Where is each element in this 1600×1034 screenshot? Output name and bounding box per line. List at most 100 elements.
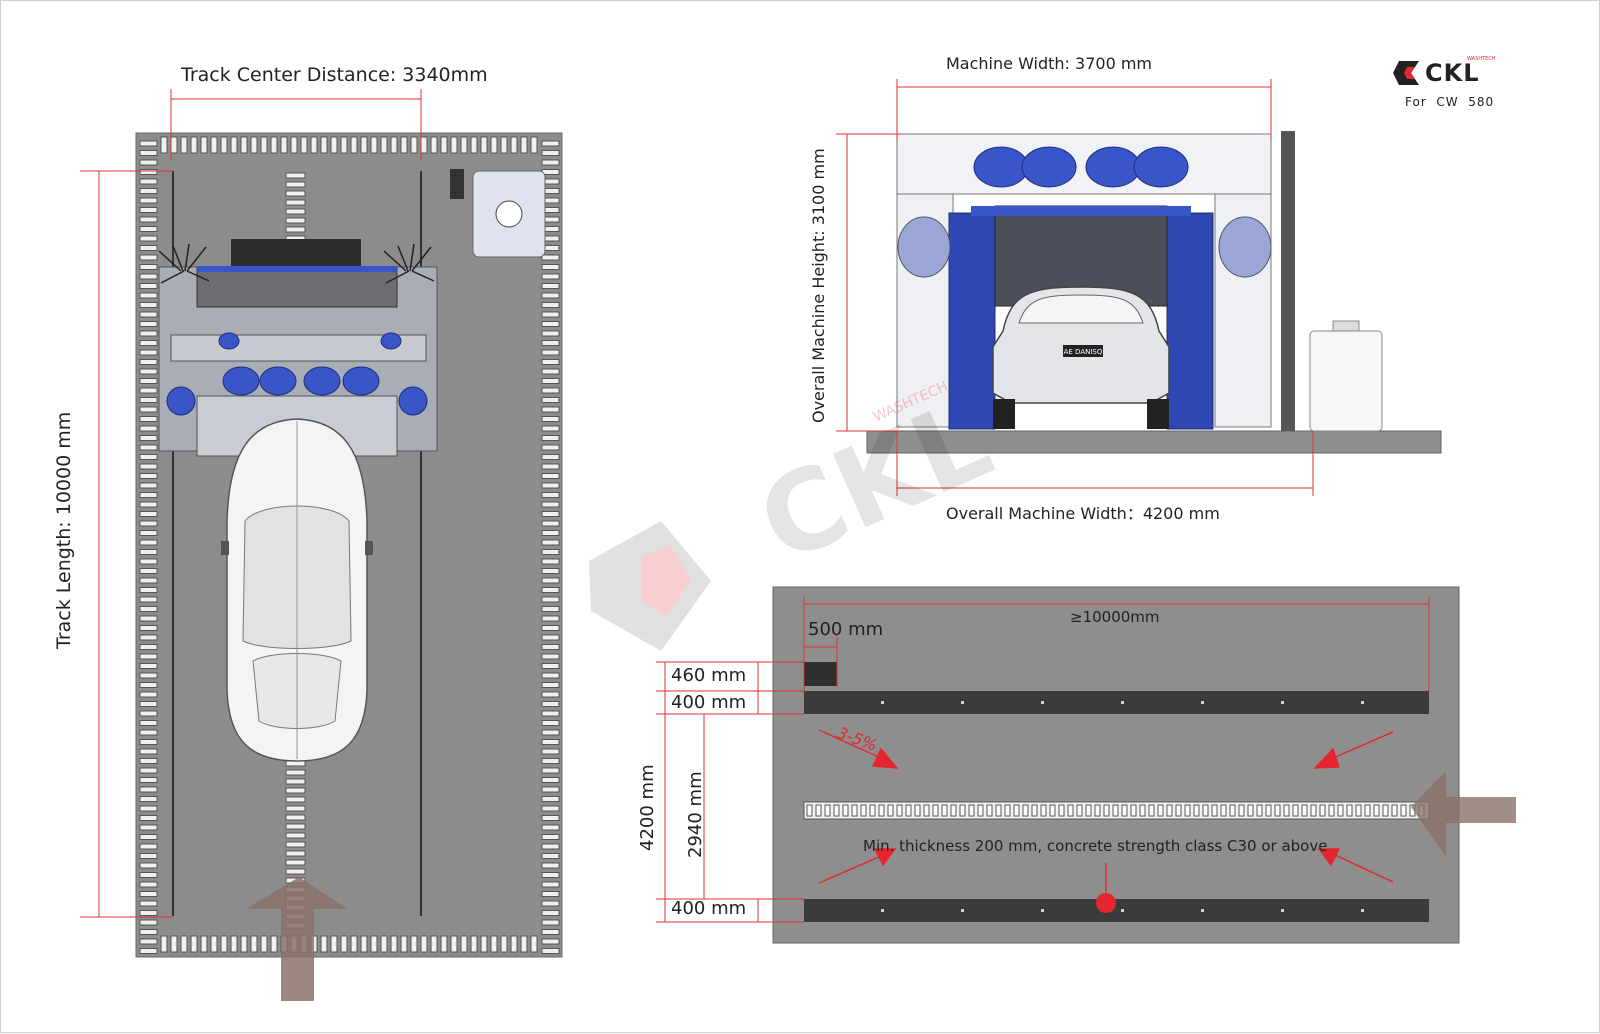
grating-slat: [340, 136, 348, 154]
slope-arrow-bottom-right: [1317, 848, 1394, 883]
center-grate-slat: [959, 804, 966, 817]
grating-slat: [541, 444, 560, 451]
total-width-label: 4200 mm: [637, 764, 658, 851]
rail-bolt: [1041, 909, 1044, 912]
track-bottom-width-label: 400 mm: [671, 898, 747, 919]
brand-logo-small-text: WASHTECH: [1467, 56, 1496, 62]
grating-slat: [541, 530, 560, 536]
right-side-brush-icon: [383, 243, 435, 284]
grating-slat: [410, 136, 418, 154]
grating-slat: [139, 824, 158, 831]
grating-slat: [139, 378, 158, 384]
grating-slat: [139, 416, 158, 422]
grating-slat: [541, 159, 560, 166]
grating-slat: [541, 615, 560, 622]
grating-slat: [139, 948, 158, 954]
grating-slat: [139, 682, 158, 688]
foundation-entry-arrow: [1411, 771, 1516, 857]
grating-slat: [139, 254, 158, 261]
center-strip-slat: [285, 778, 306, 785]
grating-slat: [139, 872, 158, 878]
foundation-note: Min. thickness 200 mm, concrete strength…: [863, 837, 1328, 855]
grating-slat: [190, 136, 198, 154]
center-grate-slat: [1400, 804, 1407, 817]
grating-slat: [139, 406, 158, 413]
grating-slat: [450, 935, 458, 953]
grating-slat: [541, 596, 560, 603]
grating-slat: [460, 935, 468, 953]
center-grate-slat: [1094, 804, 1101, 817]
grating-slat: [210, 136, 218, 154]
center-grate-slat: [1301, 804, 1308, 817]
center-grate-slat: [986, 804, 993, 817]
center-strip-slat: [285, 796, 306, 803]
center-grate-slat: [1103, 804, 1110, 817]
center-grate-slat: [1022, 804, 1029, 817]
center-grate-slat: [1067, 804, 1074, 817]
slope-arrow-top-left: [818, 729, 899, 769]
center-grate-slat: [896, 804, 903, 817]
grating-slat: [541, 435, 560, 441]
grating-slat: [139, 321, 158, 327]
grating-slat: [541, 815, 560, 821]
slope-arrow-top-right: [1313, 731, 1394, 769]
center-strip-slat: [285, 859, 306, 866]
grating-slat: [541, 910, 560, 916]
grating-slat: [139, 568, 158, 574]
grating-slat: [541, 796, 560, 802]
grating-slat: [139, 140, 158, 147]
grating-slat: [541, 520, 560, 527]
grating-slat: [370, 935, 378, 953]
center-grate-slat: [1238, 804, 1245, 817]
grating-slat: [541, 786, 560, 793]
grating-slat: [139, 815, 158, 821]
center-marker-dot: [1096, 893, 1116, 913]
rail-bolt: [1281, 701, 1284, 704]
center-grate-slat: [1184, 804, 1191, 817]
control-switch: [450, 169, 464, 199]
center-grate-slat: [1355, 804, 1362, 817]
center-grate-slat: [1130, 804, 1137, 817]
grating-slat: [139, 397, 158, 403]
rail-bolt: [1121, 909, 1124, 912]
grating-slat: [139, 805, 158, 812]
grating-slat: [139, 910, 158, 916]
grating-slat: [139, 359, 158, 365]
grating-slat: [530, 136, 538, 154]
grating-slat: [139, 159, 158, 166]
center-grate-slat: [1256, 804, 1263, 817]
grating-slat: [500, 136, 508, 154]
grating-slat: [230, 136, 238, 154]
grating-slat: [139, 520, 158, 527]
grating-slat: [280, 136, 288, 154]
grating-slat: [139, 235, 158, 242]
grating-slat: [541, 720, 560, 726]
grating-slat: [270, 935, 278, 953]
center-grate-slat: [1166, 804, 1173, 817]
center-grate-slat: [1247, 804, 1254, 817]
grating-slat: [180, 136, 188, 154]
center-strip-slat: [285, 823, 306, 830]
grating-slat: [290, 136, 298, 154]
grating-slat: [160, 136, 168, 154]
grating-slat: [139, 188, 158, 194]
center-grate-slat: [1121, 804, 1128, 817]
grating-slat: [541, 767, 560, 774]
center-grate-slat: [887, 804, 894, 817]
grating-slat: [139, 492, 158, 498]
grating-slat: [541, 862, 560, 869]
top-rail: [804, 691, 1429, 714]
grating-slat: [139, 530, 158, 536]
center-grate-slat: [1220, 804, 1227, 817]
overall-height-dimension-line: [836, 133, 901, 432]
grating-slat: [139, 311, 158, 318]
grating-slat: [139, 454, 158, 460]
grating-slat: [541, 406, 560, 413]
center-grate-slat: [1148, 804, 1155, 817]
foundation-offset-label: 500 mm: [808, 619, 884, 640]
grating-slat: [139, 748, 158, 755]
grating-slat: [541, 254, 560, 261]
grating-slat: [541, 330, 560, 337]
